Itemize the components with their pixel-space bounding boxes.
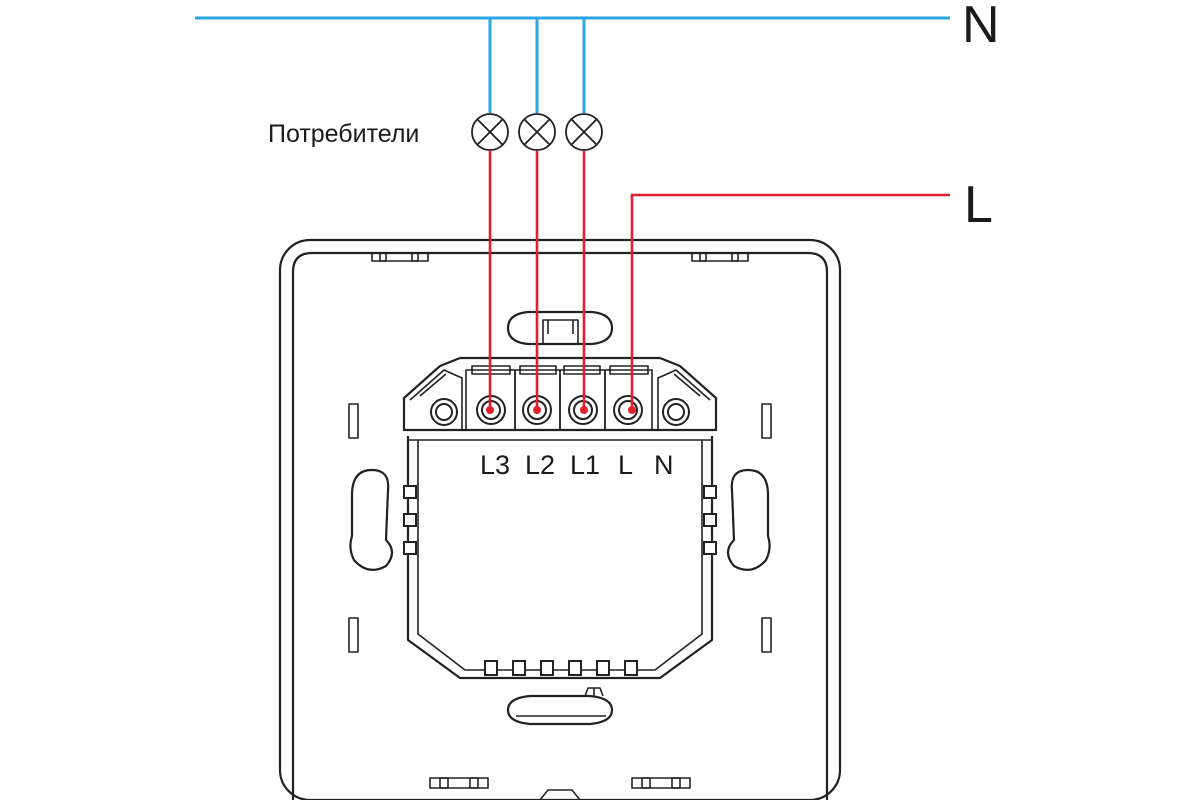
slot-right-bottom xyxy=(761,617,772,653)
live-label: L xyxy=(964,176,993,234)
mount-hole-left xyxy=(349,468,394,571)
module-latches-left xyxy=(403,485,417,555)
slot-left-top xyxy=(348,403,359,439)
terminal-label-n: N xyxy=(654,450,674,480)
bottom-clip-right xyxy=(631,777,691,789)
mount-hole-right xyxy=(726,468,771,571)
bottom-notch xyxy=(539,789,581,800)
outer-frame xyxy=(278,238,842,800)
neutral-label: N xyxy=(962,0,1000,54)
bottom-clip-left xyxy=(429,777,489,789)
terminal-connection-dots xyxy=(486,406,636,414)
module-latches-bottom xyxy=(484,660,638,676)
slot-right-top xyxy=(761,403,772,439)
consumers-label: Потребители xyxy=(268,120,419,148)
terminal-label-l3: L3 xyxy=(480,450,510,480)
neutral-wiring xyxy=(195,16,950,113)
top-clip-right xyxy=(691,252,749,262)
mechanism-module-inner xyxy=(417,440,703,671)
lamp-icon xyxy=(471,113,509,151)
module-latches-right xyxy=(703,485,717,555)
terminal-block xyxy=(402,356,718,432)
live-wiring xyxy=(488,151,950,410)
switch-housing: L3 L2 L1 L N xyxy=(278,238,842,800)
terminal-label-l2: L2 xyxy=(525,450,555,480)
mount-hole-top xyxy=(506,310,614,346)
lamp-icons xyxy=(471,113,603,151)
lamp-icon xyxy=(565,113,603,151)
terminal-label-l: L xyxy=(618,450,633,480)
mechanism-module xyxy=(406,436,714,680)
lamp-icon xyxy=(518,113,556,151)
inner-frame xyxy=(291,251,829,800)
slot-left-bottom xyxy=(348,617,359,653)
live-supply-wire xyxy=(630,193,950,410)
top-clip-left xyxy=(371,252,429,262)
mount-hole-bottom xyxy=(506,687,614,726)
terminal-label-l1: L1 xyxy=(570,450,600,480)
